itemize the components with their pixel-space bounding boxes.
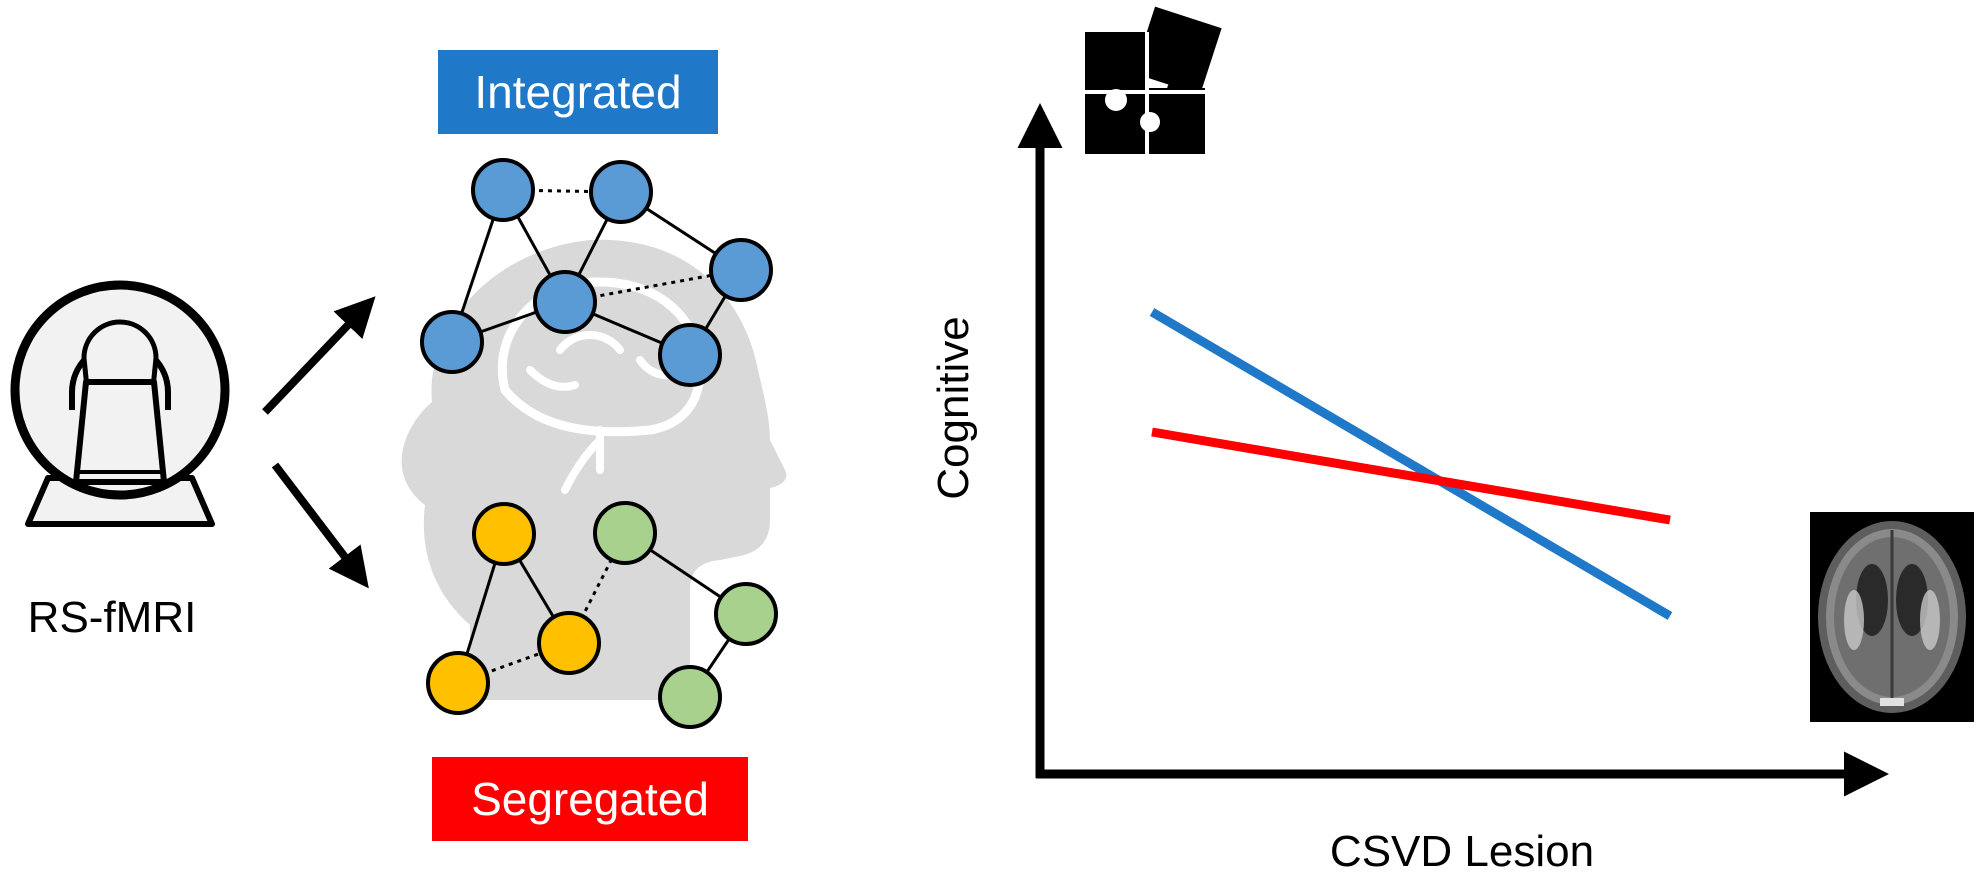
integrated-label: Integrated bbox=[474, 66, 681, 118]
mri-label: RS-fMRI bbox=[28, 593, 197, 642]
puzzle-icon bbox=[1085, 6, 1222, 154]
arrow-to-segregated bbox=[271, 462, 369, 589]
network-node bbox=[593, 501, 657, 565]
network-node bbox=[537, 611, 601, 675]
brain-mri-image bbox=[1810, 512, 1974, 722]
integrated-trend-line bbox=[1149, 308, 1673, 620]
arrow-to-integrated bbox=[262, 296, 376, 415]
network-node bbox=[420, 310, 484, 374]
network-node bbox=[714, 582, 778, 646]
network-node bbox=[709, 238, 773, 302]
y-axis-label: Cognitive bbox=[929, 316, 978, 499]
network-node bbox=[533, 270, 597, 334]
integrated-badge bbox=[438, 50, 718, 134]
mri-scanner-icon bbox=[10, 280, 230, 527]
segregated-label: Segregated bbox=[471, 773, 709, 825]
integrated-network-nodes bbox=[420, 158, 773, 387]
network-node bbox=[658, 665, 722, 729]
segregated-badge bbox=[432, 757, 748, 841]
network-node bbox=[658, 323, 722, 387]
segregated-network-nodes bbox=[426, 501, 778, 729]
network-node bbox=[589, 160, 653, 224]
segregated-trend-line bbox=[1151, 427, 1671, 525]
network-node bbox=[471, 158, 535, 222]
network-node bbox=[426, 651, 490, 715]
network-node bbox=[472, 502, 536, 566]
x-axis-label: CSVD Lesion bbox=[1330, 827, 1594, 876]
